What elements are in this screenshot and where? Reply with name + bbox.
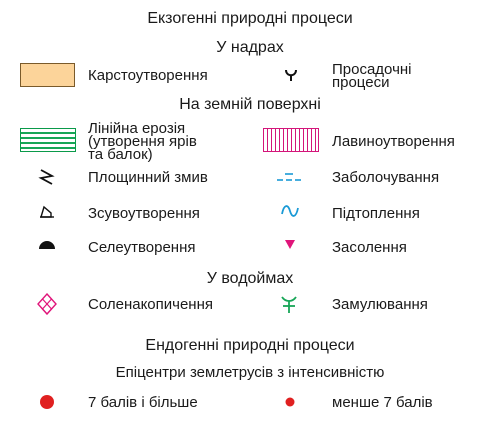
subsidence-label-1: Просадочні <box>332 61 412 78</box>
waterlogging-label: Заболочування <box>332 169 440 186</box>
silting-icon <box>281 296 297 313</box>
surface-title: На земній поверхні <box>179 96 321 113</box>
karst-swatch <box>20 63 75 87</box>
erosion-label-3: та балок) <box>88 146 153 163</box>
salt-accumulation-label: Соленакопичення <box>88 296 213 313</box>
flooding-icon <box>281 205 299 217</box>
underground-title: У надрах <box>216 39 284 56</box>
quake-weak-icon <box>285 397 295 407</box>
mudflow-label: Селеутворення <box>88 239 196 256</box>
salt-accumulation-icon <box>37 293 57 315</box>
avalanche-label: Лавиноутворення <box>332 133 455 150</box>
flooding-label: Підтоплення <box>332 205 420 222</box>
karst-label: Карстоутворення <box>88 67 208 84</box>
sheet-wash-icon <box>38 169 55 185</box>
erosion-label-1: Лінійна ерозія <box>88 120 186 137</box>
epicenters-title: Епіцентри землетрусів з інтенсивністю <box>115 364 385 381</box>
quake-weak-label: менше 7 балів <box>332 394 433 411</box>
silting-label: Замулювання <box>332 296 428 313</box>
landslide-icon <box>40 205 54 218</box>
water-title: У водоймах <box>206 270 294 287</box>
mudflow-icon <box>39 241 55 249</box>
quake-strong-icon <box>40 395 54 409</box>
subsidence-label-2: процеси <box>332 74 390 91</box>
salinization-label: Засолення <box>332 239 407 256</box>
quake-strong-label: 7 балів і більше <box>88 394 198 411</box>
landslide-label: Зсувоутворення <box>88 205 200 222</box>
avalanche-swatch <box>263 128 319 152</box>
subsidence-icon <box>285 69 297 81</box>
erosion-swatch <box>20 128 76 152</box>
sheet-wash-label: Площинний змив <box>88 169 208 186</box>
exogenous-title: Екзогенні природні процеси <box>147 10 353 27</box>
erosion-label-2: (утворення ярів <box>88 133 197 150</box>
endogenous-title: Ендогенні природні процеси <box>145 337 355 354</box>
waterlogging-icon <box>277 173 301 181</box>
salinization-icon <box>285 240 295 249</box>
